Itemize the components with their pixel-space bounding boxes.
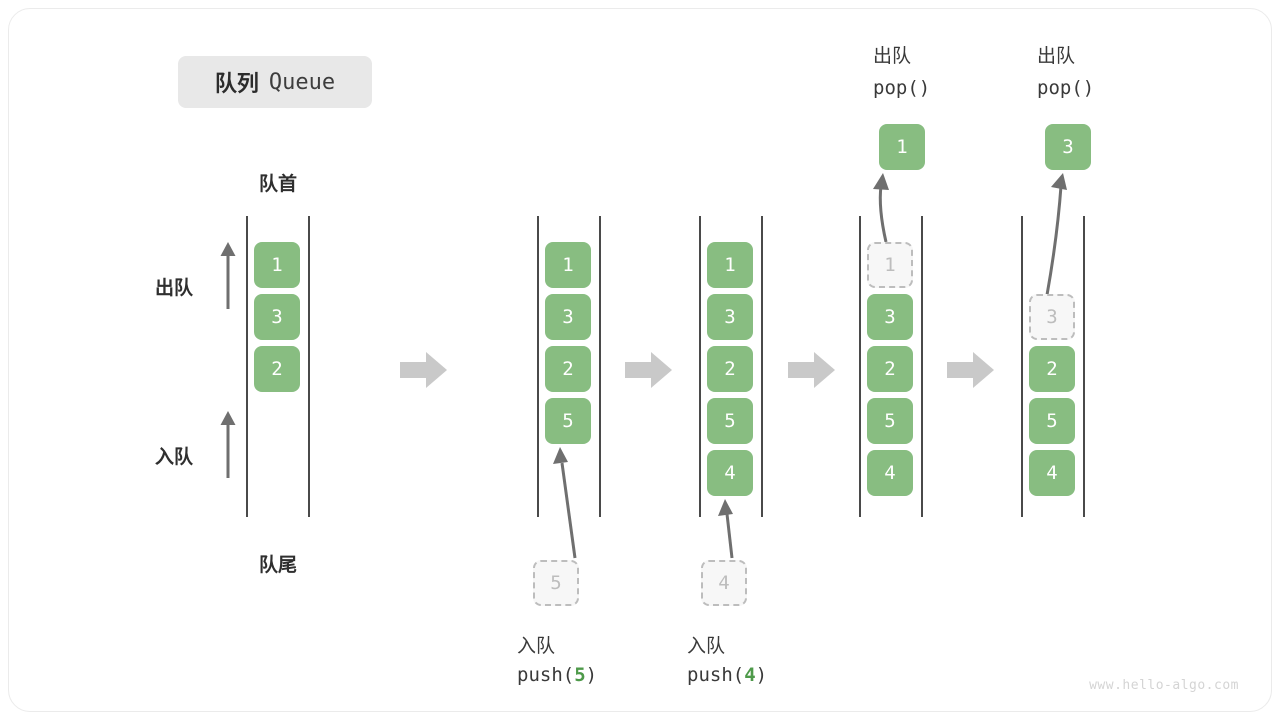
popped-cell: 1 (879, 124, 925, 170)
pop-arrow-icon (873, 173, 889, 243)
code-suffix: ) (585, 664, 598, 686)
watermark: www.hello-algo.com (1089, 678, 1239, 693)
enqueue-direction-arrow-icon (220, 411, 236, 478)
diagram-title-badge: 队列 Queue (178, 56, 372, 108)
stage-caption-cn: 入队 (687, 635, 726, 657)
queue-cell: 5 (545, 398, 591, 444)
code-argument: 5 (574, 664, 586, 686)
push-arrow-icon (718, 499, 734, 559)
code-argument: 4 (744, 664, 756, 686)
rail-right-4 (921, 216, 923, 517)
stage-caption-cn: 出队 (1037, 45, 1076, 67)
ghost-cell-outgoing: 1 (867, 242, 913, 288)
queue-cell: 5 (867, 398, 913, 444)
popped-cell: 3 (1045, 124, 1091, 170)
rail-left-1 (246, 216, 248, 517)
tail-label: 队尾 (258, 554, 297, 576)
code-prefix: push( (687, 664, 745, 686)
enqueue-label: 入队 (155, 446, 194, 468)
ghost-cell-incoming: 5 (533, 560, 579, 606)
pop-arrow-icon (1045, 173, 1067, 296)
queue-cell: 1 (545, 242, 591, 288)
title-chinese: 队列 (214, 72, 259, 97)
title-english: Queue (268, 69, 336, 95)
rail-right-2 (599, 216, 601, 517)
rail-right-3 (761, 216, 763, 517)
stage-caption-cn: 入队 (517, 635, 556, 657)
dequeue-label: 出队 (155, 277, 194, 299)
queue-cell: 5 (707, 398, 753, 444)
arrow-right-icon (400, 352, 447, 388)
queue-cell: 4 (1029, 450, 1075, 496)
stage-caption-code: pop() (873, 77, 931, 99)
stage-caption-cn: 出队 (873, 45, 912, 67)
queue-cell: 3 (545, 294, 591, 340)
queue-cell: 1 (254, 242, 300, 288)
rail-left-2 (537, 216, 539, 517)
dequeue-direction-arrow-icon (220, 242, 236, 309)
stage-caption-code: pop() (1037, 77, 1095, 99)
queue-cell: 3 (707, 294, 753, 340)
arrow-right-icon (947, 352, 994, 388)
stage-caption-code: push(5) (517, 664, 597, 686)
queue-cell: 3 (254, 294, 300, 340)
head-label: 队首 (258, 173, 297, 195)
stage-caption-code: push(4) (687, 664, 767, 686)
rail-right-5 (1083, 216, 1085, 517)
queue-cell: 4 (707, 450, 753, 496)
diagram-canvas: 队列 Queue 队首 队尾 出队 入队 1 3 2 1 3 2 5 5 入队 … (8, 8, 1272, 712)
queue-cell: 2 (545, 346, 591, 392)
queue-cell: 1 (707, 242, 753, 288)
arrow-right-icon (625, 352, 672, 388)
rail-left-5 (1021, 216, 1023, 517)
queue-cell: 2 (707, 346, 753, 392)
ghost-cell-outgoing: 3 (1029, 294, 1075, 340)
push-arrow-icon (553, 447, 577, 559)
rail-right-1 (308, 216, 310, 517)
arrow-right-icon (788, 352, 835, 388)
queue-cell: 2 (254, 346, 300, 392)
ghost-cell-incoming: 4 (701, 560, 747, 606)
rail-left-4 (859, 216, 861, 517)
code-prefix: push( (517, 664, 575, 686)
queue-cell: 2 (867, 346, 913, 392)
queue-cell: 5 (1029, 398, 1075, 444)
queue-cell: 4 (867, 450, 913, 496)
rail-left-3 (699, 216, 701, 517)
code-suffix: ) (755, 664, 768, 686)
queue-cell: 2 (1029, 346, 1075, 392)
queue-cell: 3 (867, 294, 913, 340)
